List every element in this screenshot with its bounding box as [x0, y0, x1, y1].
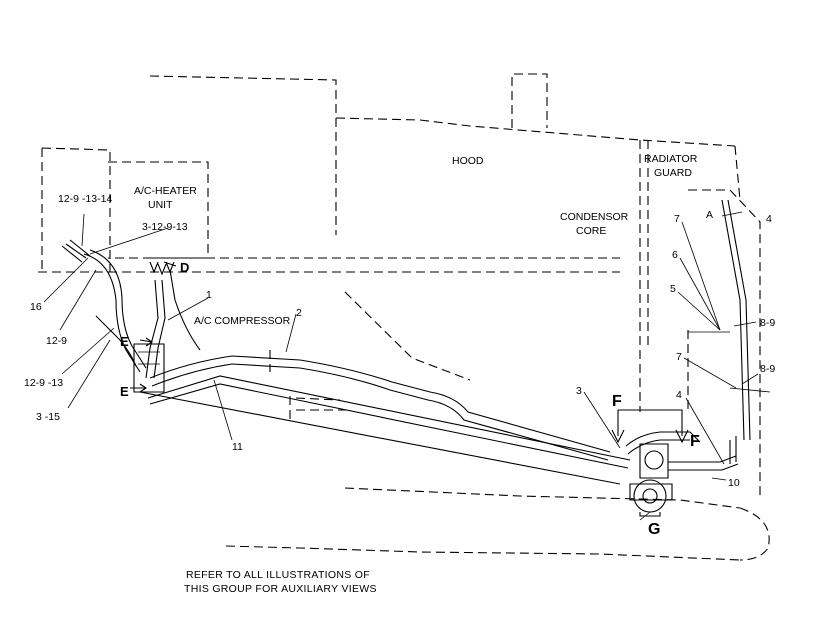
- label-condensor-core-line1: CONDENSOR: [560, 211, 629, 223]
- callout-7-top: 7: [674, 213, 680, 225]
- view-letters: D E E F F G: [120, 260, 700, 538]
- callout-12-9: 12-9: [46, 335, 67, 347]
- callout-2: 2: [296, 307, 302, 319]
- hose-assemblies: [61, 199, 771, 517]
- view-letter-e-lower: E: [120, 384, 129, 399]
- callout-12-9-13-14: 12-9 -13-14: [58, 193, 112, 205]
- footnote-line2: THIS GROUP FOR AUXILIARY VIEWS: [184, 583, 377, 595]
- footnote-line1: REFER TO ALL ILLUSTRATIONS OF: [186, 569, 370, 581]
- leader-lines: [43, 211, 759, 521]
- label-radiator-guard-line1: RADIATOR: [644, 153, 698, 165]
- view-letter-d: D: [180, 260, 189, 275]
- view-letter-f-right: F: [690, 433, 700, 450]
- label-radiator-guard-line2: GUARD: [654, 167, 692, 179]
- callout-6: 6: [672, 249, 678, 261]
- callout-16: 16: [30, 301, 42, 313]
- callout-1: 1: [206, 289, 212, 301]
- callout-5: 5: [670, 283, 676, 295]
- view-letter-e-upper: E: [120, 334, 129, 349]
- footnote: REFER TO ALL ILLUSTRATIONS OF THIS GROUP…: [184, 569, 377, 595]
- callout-3-12-9-13: 3-12-9-13: [142, 221, 188, 233]
- callout-3: 3: [576, 385, 582, 397]
- label-ac-heater-unit-line2: UNIT: [148, 199, 173, 211]
- callout-4-bottom: 4: [676, 389, 682, 401]
- label-hood: HOOD: [452, 155, 484, 167]
- label-ac-compressor: A/C COMPRESSOR: [194, 315, 291, 327]
- machine-outline: [38, 73, 770, 561]
- callout-numbers: 12-9 -13-14 3-12-9-13 16 12-9 12-9 -13 3…: [24, 193, 775, 489]
- label-condensor-core-line2: CORE: [576, 225, 606, 237]
- callout-8-9-bottom: 8-9: [760, 363, 775, 375]
- hose-2: [149, 355, 611, 453]
- heater-hose-left: [83, 253, 141, 373]
- view-letter-f-left: F: [612, 393, 622, 410]
- callout-8-9-top: 8-9: [760, 317, 775, 329]
- view-letter-g: G: [648, 521, 660, 538]
- callout-4-top: 4: [766, 213, 772, 225]
- heater-hose-1: [145, 279, 159, 379]
- hose-11: [147, 375, 631, 461]
- callout-3-15: 3 -15: [36, 411, 60, 423]
- label-ac-heater-unit-line1: A/C-HEATER: [134, 185, 197, 197]
- callout-12-9-13: 12-9 -13: [24, 377, 63, 389]
- component-labels: HOOD RADIATOR GUARD CONDENSOR CORE A/C-H…: [134, 153, 698, 327]
- callout-10: 10: [728, 477, 740, 489]
- callout-11: 11: [232, 441, 243, 453]
- callout-7-bottom: 7: [676, 351, 682, 363]
- callout-a: A: [706, 209, 713, 221]
